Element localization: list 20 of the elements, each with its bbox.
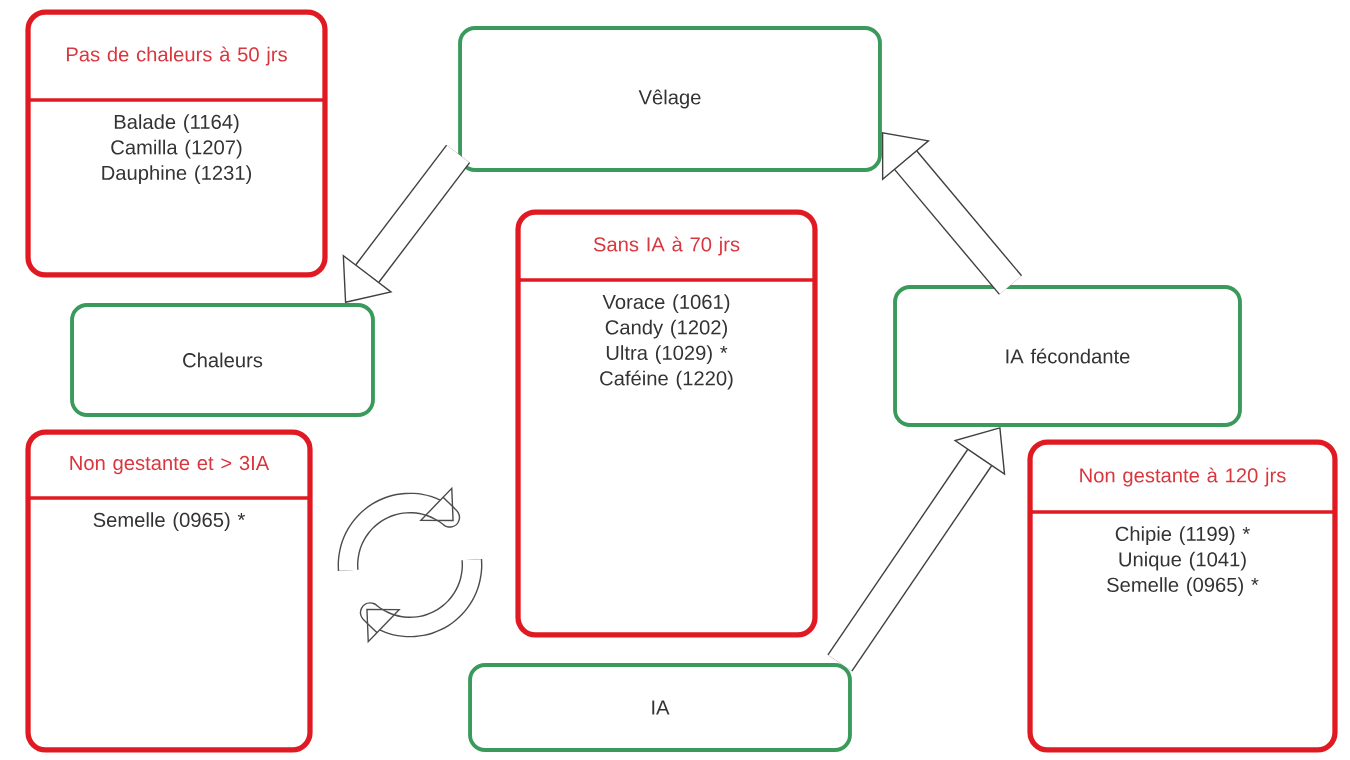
header-text: Non gestante à 120 jrs [1080, 467, 1286, 487]
node-label: Ultra (1029) * [606, 345, 728, 364]
name-list: Semelle (0965) * [93, 512, 245, 532]
node-label: Candy (1202) [605, 319, 727, 339]
node-label: Caféine (1220) [600, 370, 733, 390]
stage-box: Chaleurs [70, 303, 375, 417]
name-list: Vorace (1061) Candy (1202) Ultra (1029) * Caféine (1220) [600, 294, 733, 390]
list-box [1027, 439, 1338, 753]
name-list: Balade (1164) Camilla (1207) Dauphine (1231) [102, 114, 252, 184]
stage-box: IA [468, 663, 852, 752]
node-label: Vorace (1061) [602, 294, 730, 314]
list-box [25, 9, 328, 278]
header-text: Sans IA à 70 jrs [593, 236, 740, 256]
header-text: Pas de chaleurs à 50 jrs [67, 46, 287, 66]
list-box [25, 429, 313, 753]
stage-box: IA fécondante [893, 285, 1242, 427]
name-list: Chipie (1199) * Unique (1041) Semelle (0965) * [1107, 526, 1259, 596]
list-box [515, 209, 818, 638]
header-text: Non gestante et > 3IA [70, 455, 270, 475]
stage-box: Vêlage [458, 26, 882, 172]
